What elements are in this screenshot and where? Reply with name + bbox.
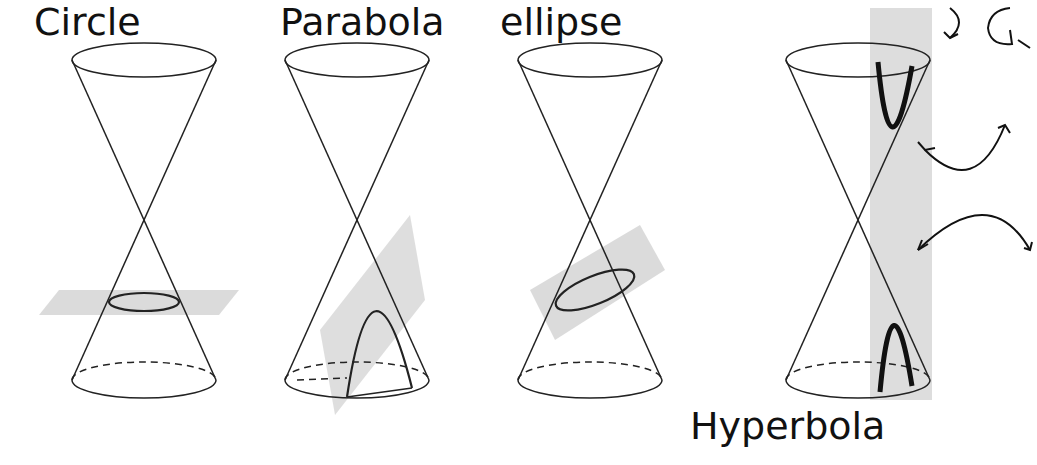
double-cone [786,8,932,400]
handwritten-arrows [918,8,1032,250]
conic-label: Circle [34,2,141,44]
conic-label: ellipse [500,2,622,44]
double-cone [39,43,239,398]
double-cone [518,43,665,398]
conic-label: Hyperbola [690,406,885,448]
double-cone [285,43,429,415]
conic-label: Parabola [280,2,445,44]
